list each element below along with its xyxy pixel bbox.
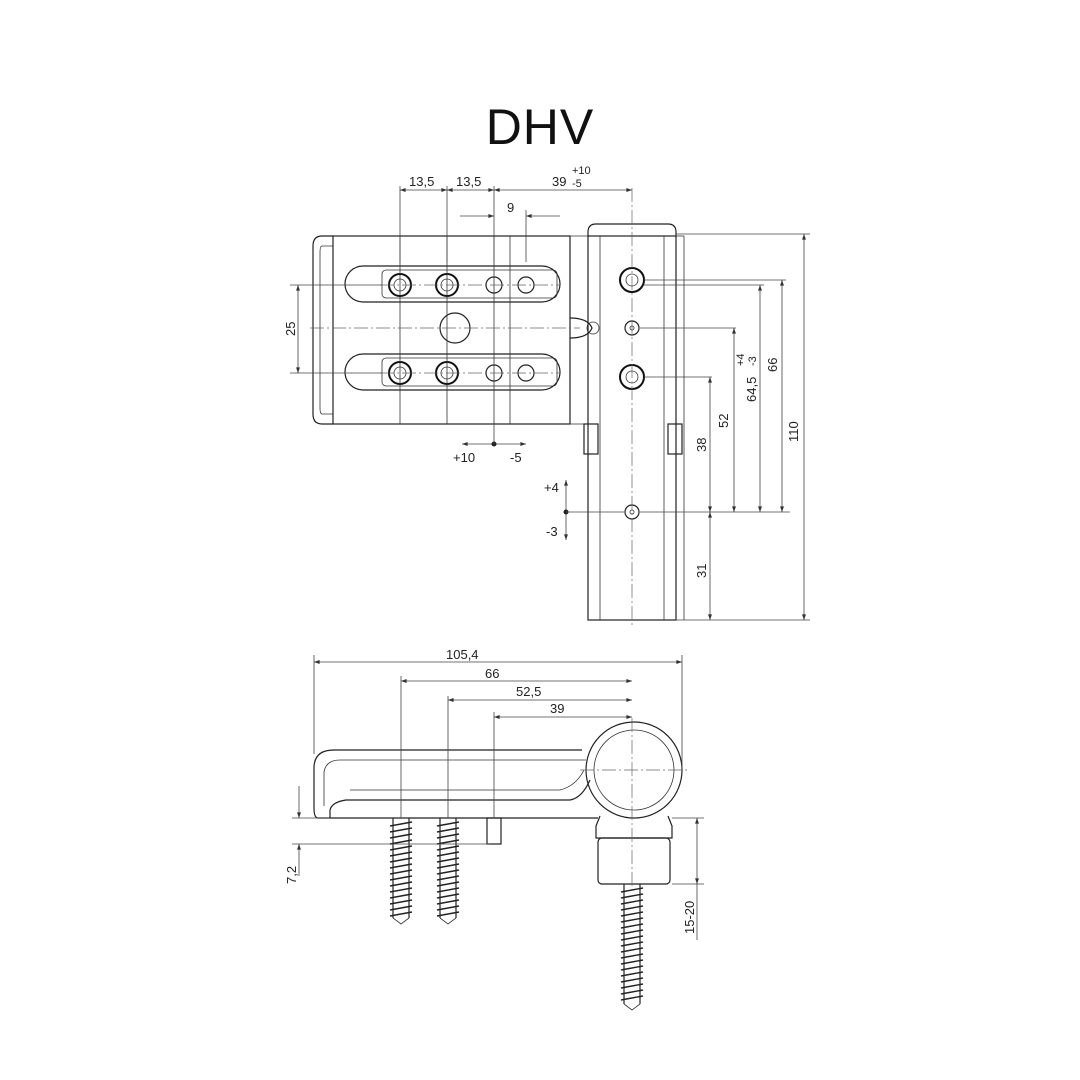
adj-minus-3: -3 [546,524,558,539]
dim-52: 52 [716,414,731,428]
side-view: 105,4 66 52,5 39 7,2 15-20 [284,647,704,1011]
dim-7-2: 7,2 [284,866,299,884]
dim-39-side: 39 [550,701,564,716]
dim-39: 39 [552,174,566,189]
dim-66-side: 66 [485,666,499,681]
dim-31: 31 [694,564,709,578]
drawing-title: DHV [485,99,595,155]
adj-plus-10: +10 [453,450,475,465]
dim-13-5-b: 13,5 [456,174,481,189]
dim-39-minus: -5 [572,178,582,190]
dim-38: 38 [694,438,709,452]
dim-105-4: 105,4 [446,647,479,662]
dim-110: 110 [786,421,801,442]
frame-arm [313,749,582,819]
lower-slot [344,353,561,391]
dim-39-plus: +10 [572,165,591,177]
adj-plus-4: +4 [544,480,559,495]
dim-64-5-minus: -3 [747,356,759,366]
plate-flange [312,235,333,425]
dim-64-5-plus: +4 [735,353,747,366]
dim-64-5: 64,5 [744,377,759,402]
upper-slot [344,265,561,303]
top-view: 13,5 13,5 39 +10 -5 9 25 +10 -5 +4 -3 38… [283,165,810,628]
dim-25: 25 [283,322,298,336]
dim-9: 9 [507,200,514,215]
frame-plate [332,235,571,425]
dim-52-5: 52,5 [516,684,541,699]
bearing-base [597,837,671,885]
adj-minus-5: -5 [510,450,522,465]
dim-13-5-a: 13,5 [409,174,434,189]
dim-66-top: 66 [765,358,780,372]
dim-15-20: 15-20 [682,901,697,934]
